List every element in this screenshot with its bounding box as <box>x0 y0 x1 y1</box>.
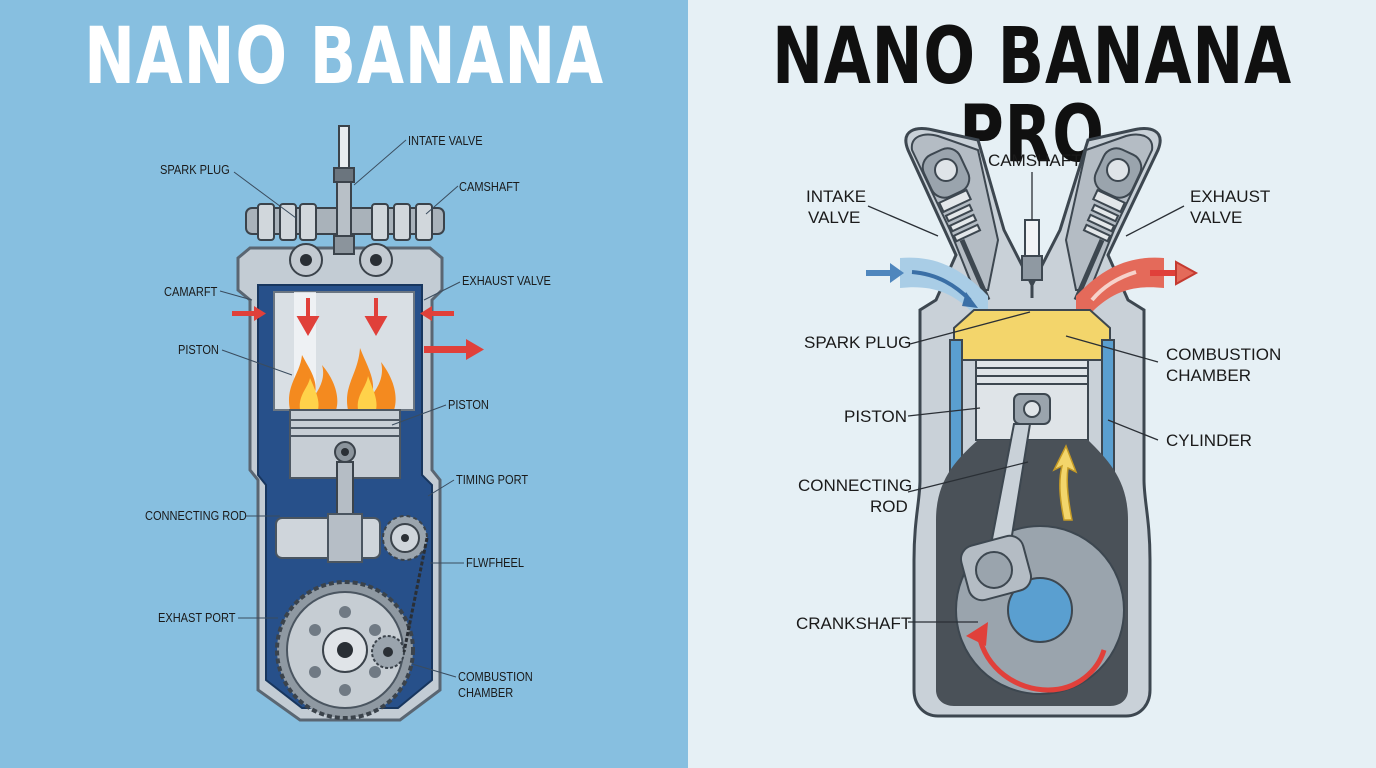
flywheel <box>275 580 415 720</box>
label-spark-plug: SPARK PLUG <box>160 162 230 177</box>
label-exhaust-valve: EXHAUST VALVE <box>462 273 551 288</box>
exhaust-rocker <box>1093 147 1143 199</box>
right-panel: NANO BANANA PRO <box>688 0 1376 768</box>
right-engine-diagram: CAMSHAFT INTAKE VALVE EXHAUST VALVE SPAR… <box>796 127 1281 718</box>
label-intake-valve: INTATE VALVE <box>408 133 483 148</box>
flame-left <box>288 355 338 410</box>
timing-chain <box>402 537 429 653</box>
label-camshaft: CAMSHAFT <box>459 179 520 194</box>
label-combustion-1: COMBUSTION <box>458 669 533 684</box>
label-camarft: CAMARFT <box>164 284 218 299</box>
exhaust-spring <box>1073 188 1127 301</box>
flame-right <box>346 348 396 410</box>
label-connecting-2: ROD <box>870 497 908 516</box>
label-exhaust-1: EXHAUST <box>1190 187 1270 206</box>
left-engine-diagram: SPARK PLUG INTATE VALVE CAMSHAFT CAMARFT… <box>145 125 551 722</box>
exhaust-curve-arrow <box>1090 270 1137 302</box>
label-spark-plug: SPARK PLUG <box>804 333 911 352</box>
up-arrow <box>1052 444 1078 521</box>
timing-gear <box>382 515 428 561</box>
combustion-chamber <box>953 309 1111 361</box>
left-title: NANO BANANA <box>84 12 604 102</box>
down-arrows <box>296 298 388 337</box>
piston <box>975 359 1089 441</box>
exhaust-arrow <box>424 339 484 360</box>
label-intake-2: VALVE <box>808 208 860 227</box>
spark-plug <box>1021 219 1043 298</box>
intake-arrow-right <box>420 306 454 321</box>
label-exhaust-2: VALVE <box>1190 208 1242 227</box>
rod-big-end <box>959 534 1033 602</box>
label-flywheel: FLWFHEEL <box>466 555 524 570</box>
label-combustion-2: CHAMBER <box>1166 366 1251 385</box>
intake-rocker <box>921 147 971 199</box>
label-combustion-2: CHAMBER <box>458 685 513 700</box>
label-connecting-rod: CONNECTING ROD <box>145 508 247 523</box>
left-panel: NANO BANANA <box>0 0 688 768</box>
label-crankshaft: CRANKSHAFT <box>796 614 911 633</box>
exhaust-port <box>1076 257 1164 312</box>
label-cylinder: CYLINDER <box>1166 431 1252 450</box>
label-piston-mid: PISTON <box>448 397 489 412</box>
label-timing-port: TIMING PORT <box>456 472 529 487</box>
label-piston: PISTON <box>844 407 907 426</box>
label-connecting-1: CONNECTING <box>798 476 912 495</box>
label-camshaft: CAMSHAFT <box>988 151 1082 170</box>
intake-spring <box>937 188 991 301</box>
spark-plug <box>333 125 355 255</box>
small-gear <box>371 635 405 669</box>
label-exhaust-port: EXHAST PORT <box>158 610 236 625</box>
label-piston-top: PISTON <box>178 342 219 357</box>
rotation-arrow <box>975 629 1107 693</box>
intake-flow-arrow <box>866 263 904 283</box>
label-intake-1: INTAKE <box>806 187 866 206</box>
label-combustion-1: COMBUSTION <box>1166 345 1281 364</box>
exhaust-flow-arrow <box>1150 260 1199 286</box>
intake-arrow-left <box>232 306 266 321</box>
